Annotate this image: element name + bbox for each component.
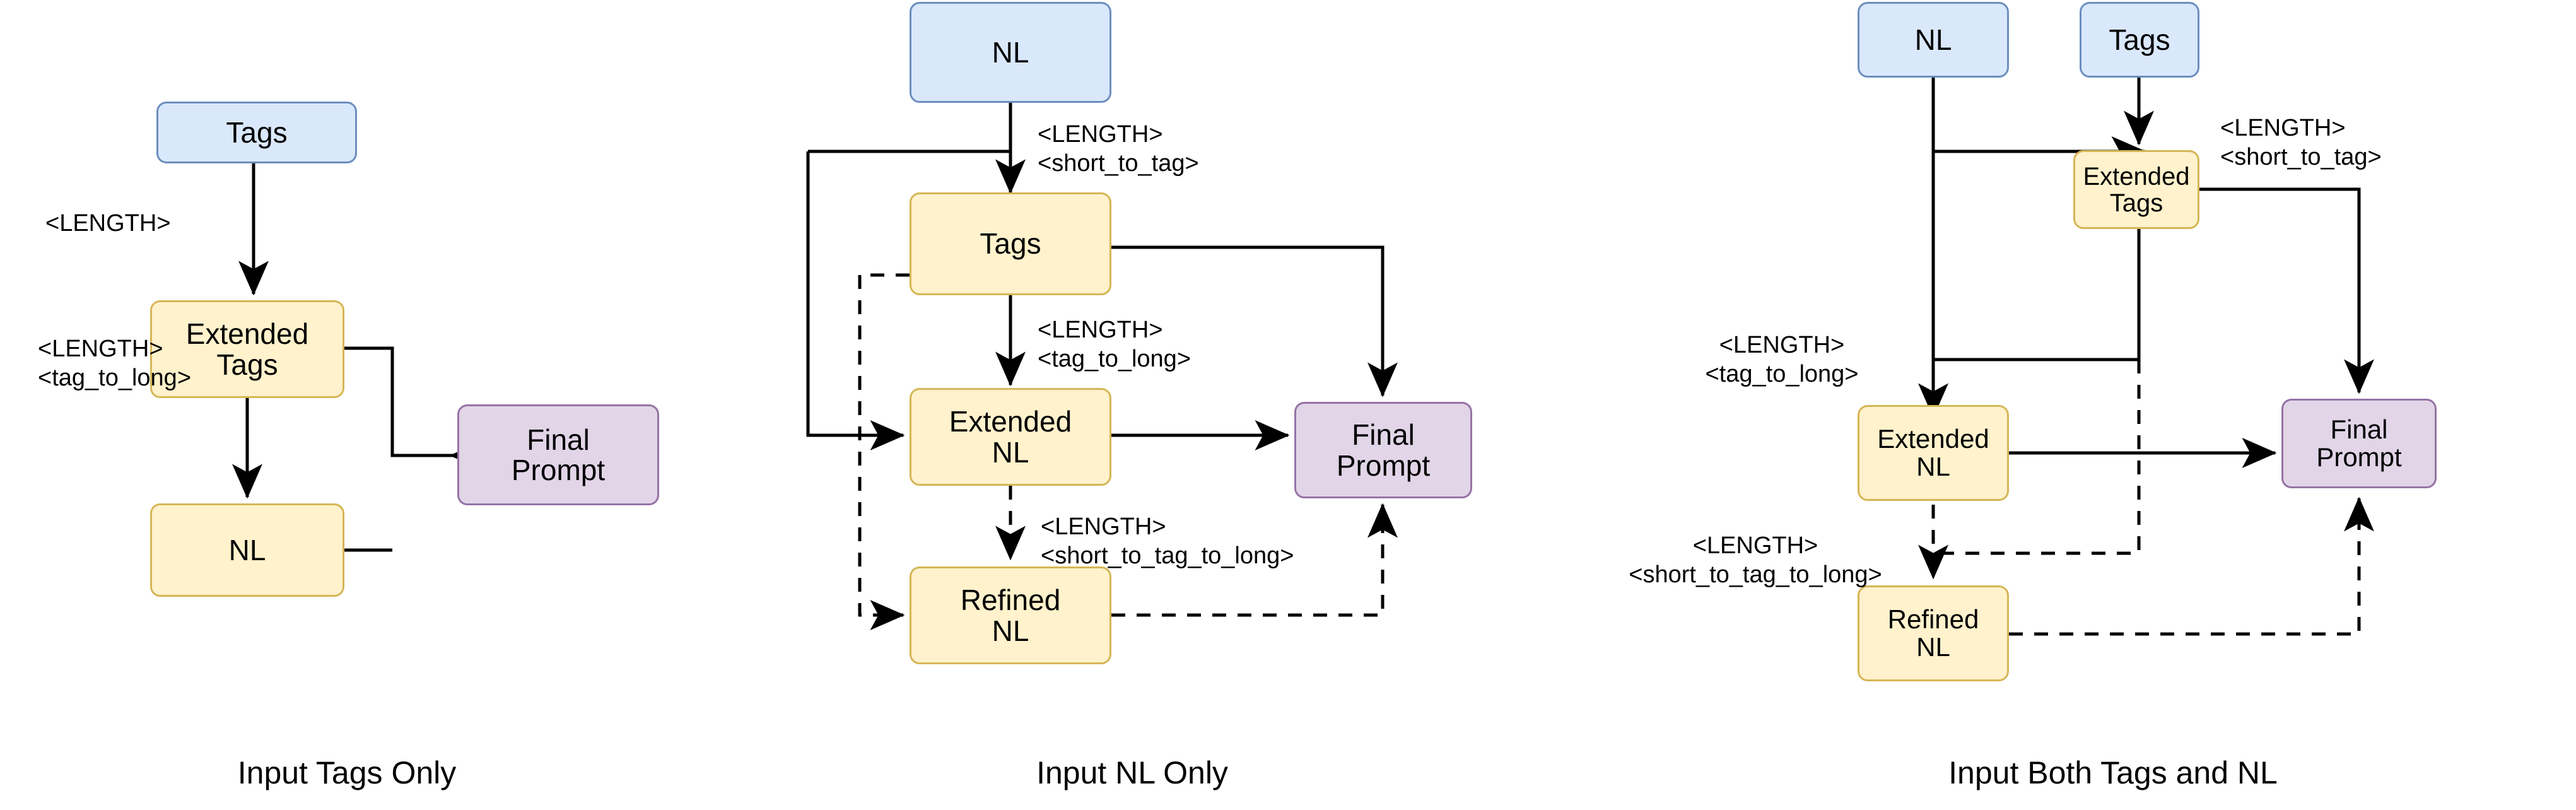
panel3-node-extended-nl[interactable]: Extended NL bbox=[1858, 405, 2009, 501]
panel1-caption: Input Tags Only bbox=[237, 755, 457, 790]
panel2-node-nl[interactable]: NL bbox=[910, 2, 1111, 103]
label-line: <LENGTH> bbox=[38, 336, 163, 362]
panel1-node-final-prompt[interactable]: Final Prompt bbox=[457, 404, 659, 505]
panel2-node-extended-nl[interactable]: Extended NL bbox=[910, 388, 1111, 486]
node-label-line2: NL bbox=[992, 435, 1029, 469]
panel3-edge-label-tag-to-long: <LENGTH> <tag_to_long> bbox=[1705, 331, 1858, 389]
panel2-caption: Input NL Only bbox=[1036, 755, 1228, 790]
panel3-node-nl[interactable]: NL bbox=[1858, 2, 2009, 78]
label-line: <LENGTH> bbox=[2220, 115, 2346, 141]
panel2-node-refined-nl[interactable]: Refined NL bbox=[910, 566, 1111, 664]
node-label-line1: Extended bbox=[2083, 162, 2190, 191]
label-line: <LENGTH> bbox=[1038, 121, 1163, 148]
edge-extended-tags-to-final-prompt bbox=[2198, 187, 2374, 394]
label-line: <LENGTH> bbox=[45, 210, 171, 237]
node-label: Tags bbox=[226, 115, 288, 149]
node-label-line2: Prompt bbox=[1336, 449, 1431, 482]
node-label-line2: Tags bbox=[216, 348, 278, 381]
label-line: <short_to_tag> bbox=[1038, 150, 1199, 177]
node-label: NL bbox=[228, 533, 266, 566]
label-line: <tag_to_long> bbox=[1038, 346, 1191, 373]
edge-tags-to-final-prompt bbox=[1111, 245, 1398, 397]
panel3-node-tags[interactable]: Tags bbox=[2080, 2, 2199, 78]
panel1-edge-label-tag-to-long: <LENGTH> <tag_to_long> bbox=[38, 334, 191, 393]
label-line: <short_to_tag_to_long> bbox=[1629, 561, 1882, 589]
node-label-line2: Prompt bbox=[2316, 442, 2402, 472]
label-line: <LENGTH> bbox=[1692, 532, 1818, 559]
node-label-line2: Tags bbox=[2109, 189, 2163, 217]
node-label-line1: Refined bbox=[1887, 604, 1979, 634]
node-label: NL bbox=[1914, 23, 1952, 56]
node-label-line2: NL bbox=[1916, 452, 1950, 481]
label-line: <short_to_tag_to_long> bbox=[1041, 543, 1294, 570]
node-label-line2: NL bbox=[992, 614, 1029, 647]
panel2-node-tags[interactable]: Tags bbox=[910, 192, 1111, 295]
node-label: Tags bbox=[2109, 23, 2170, 56]
edge-extended-tags-to-merge bbox=[344, 346, 453, 457]
panel2-edges bbox=[806, 103, 1398, 450]
panel3-caption: Input Both Tags and NL bbox=[1948, 755, 2278, 790]
panel3-dashed-edges bbox=[1918, 360, 2374, 636]
node-label: NL bbox=[992, 35, 1029, 69]
node-label-line1: Final bbox=[2330, 414, 2388, 444]
node-label: Tags bbox=[980, 227, 1041, 261]
panel2-node-final-prompt[interactable]: Final Prompt bbox=[1294, 402, 1472, 498]
node-label-line2: NL bbox=[1916, 632, 1950, 662]
node-label-line1: Refined bbox=[960, 584, 1061, 617]
label-line: <tag_to_long> bbox=[1705, 361, 1859, 388]
node-label-line1: Extended bbox=[949, 405, 1072, 438]
panel3-edge-label-short-to-tag-to-long: <LENGTH> <short_to_tag_to_long> bbox=[1629, 531, 1882, 590]
node-label-line1: Final bbox=[527, 423, 590, 456]
panel2-edge-label-tag-to-long: <LENGTH> <tag_to_long> bbox=[1038, 315, 1191, 374]
panel1-merge-lines bbox=[344, 346, 453, 552]
panel2-edge-label-short-to-tag-to-long: <LENGTH> <short_to_tag_to_long> bbox=[1041, 512, 1294, 571]
panel3-node-final-prompt[interactable]: Final Prompt bbox=[2281, 399, 2437, 488]
panel3-edge-label-short-to-tag: <LENGTH> <short_to_tag> bbox=[2220, 114, 2382, 172]
panel1-edge-label-length-1: <LENGTH> bbox=[45, 209, 171, 238]
edge-feedback-to-refined-nl bbox=[858, 275, 905, 630]
panel3-node-extended-tags[interactable]: Extended Tags bbox=[2073, 150, 2199, 229]
label-line: <tag_to_long> bbox=[38, 365, 192, 392]
node-label-line2: Prompt bbox=[511, 454, 606, 486]
panel3-node-refined-nl[interactable]: Refined NL bbox=[1858, 585, 2009, 681]
edge-refined-nl-to-final-prompt bbox=[2009, 496, 2374, 636]
node-label-line1: Extended bbox=[185, 317, 309, 351]
label-line: <LENGTH> bbox=[1719, 332, 1845, 358]
panel1-node-nl[interactable]: NL bbox=[150, 503, 344, 597]
label-line: <short_to_tag> bbox=[2220, 144, 2382, 171]
panel2-edge-label-short-to-tag: <LENGTH> <short_to_tag> bbox=[1038, 120, 1199, 179]
edge-nl-feedback-to-extended-nl bbox=[806, 151, 905, 450]
label-line: <LENGTH> bbox=[1038, 317, 1163, 343]
node-label-line1: Final bbox=[1352, 418, 1415, 452]
panel1-node-tags[interactable]: Tags bbox=[156, 102, 357, 163]
node-label-line1: Extended bbox=[1877, 423, 1989, 454]
panel1-node-extended-tags[interactable]: Extended Tags bbox=[150, 300, 344, 398]
panel2-dashed-edges bbox=[858, 273, 1398, 630]
label-line: <LENGTH> bbox=[1041, 514, 1166, 540]
